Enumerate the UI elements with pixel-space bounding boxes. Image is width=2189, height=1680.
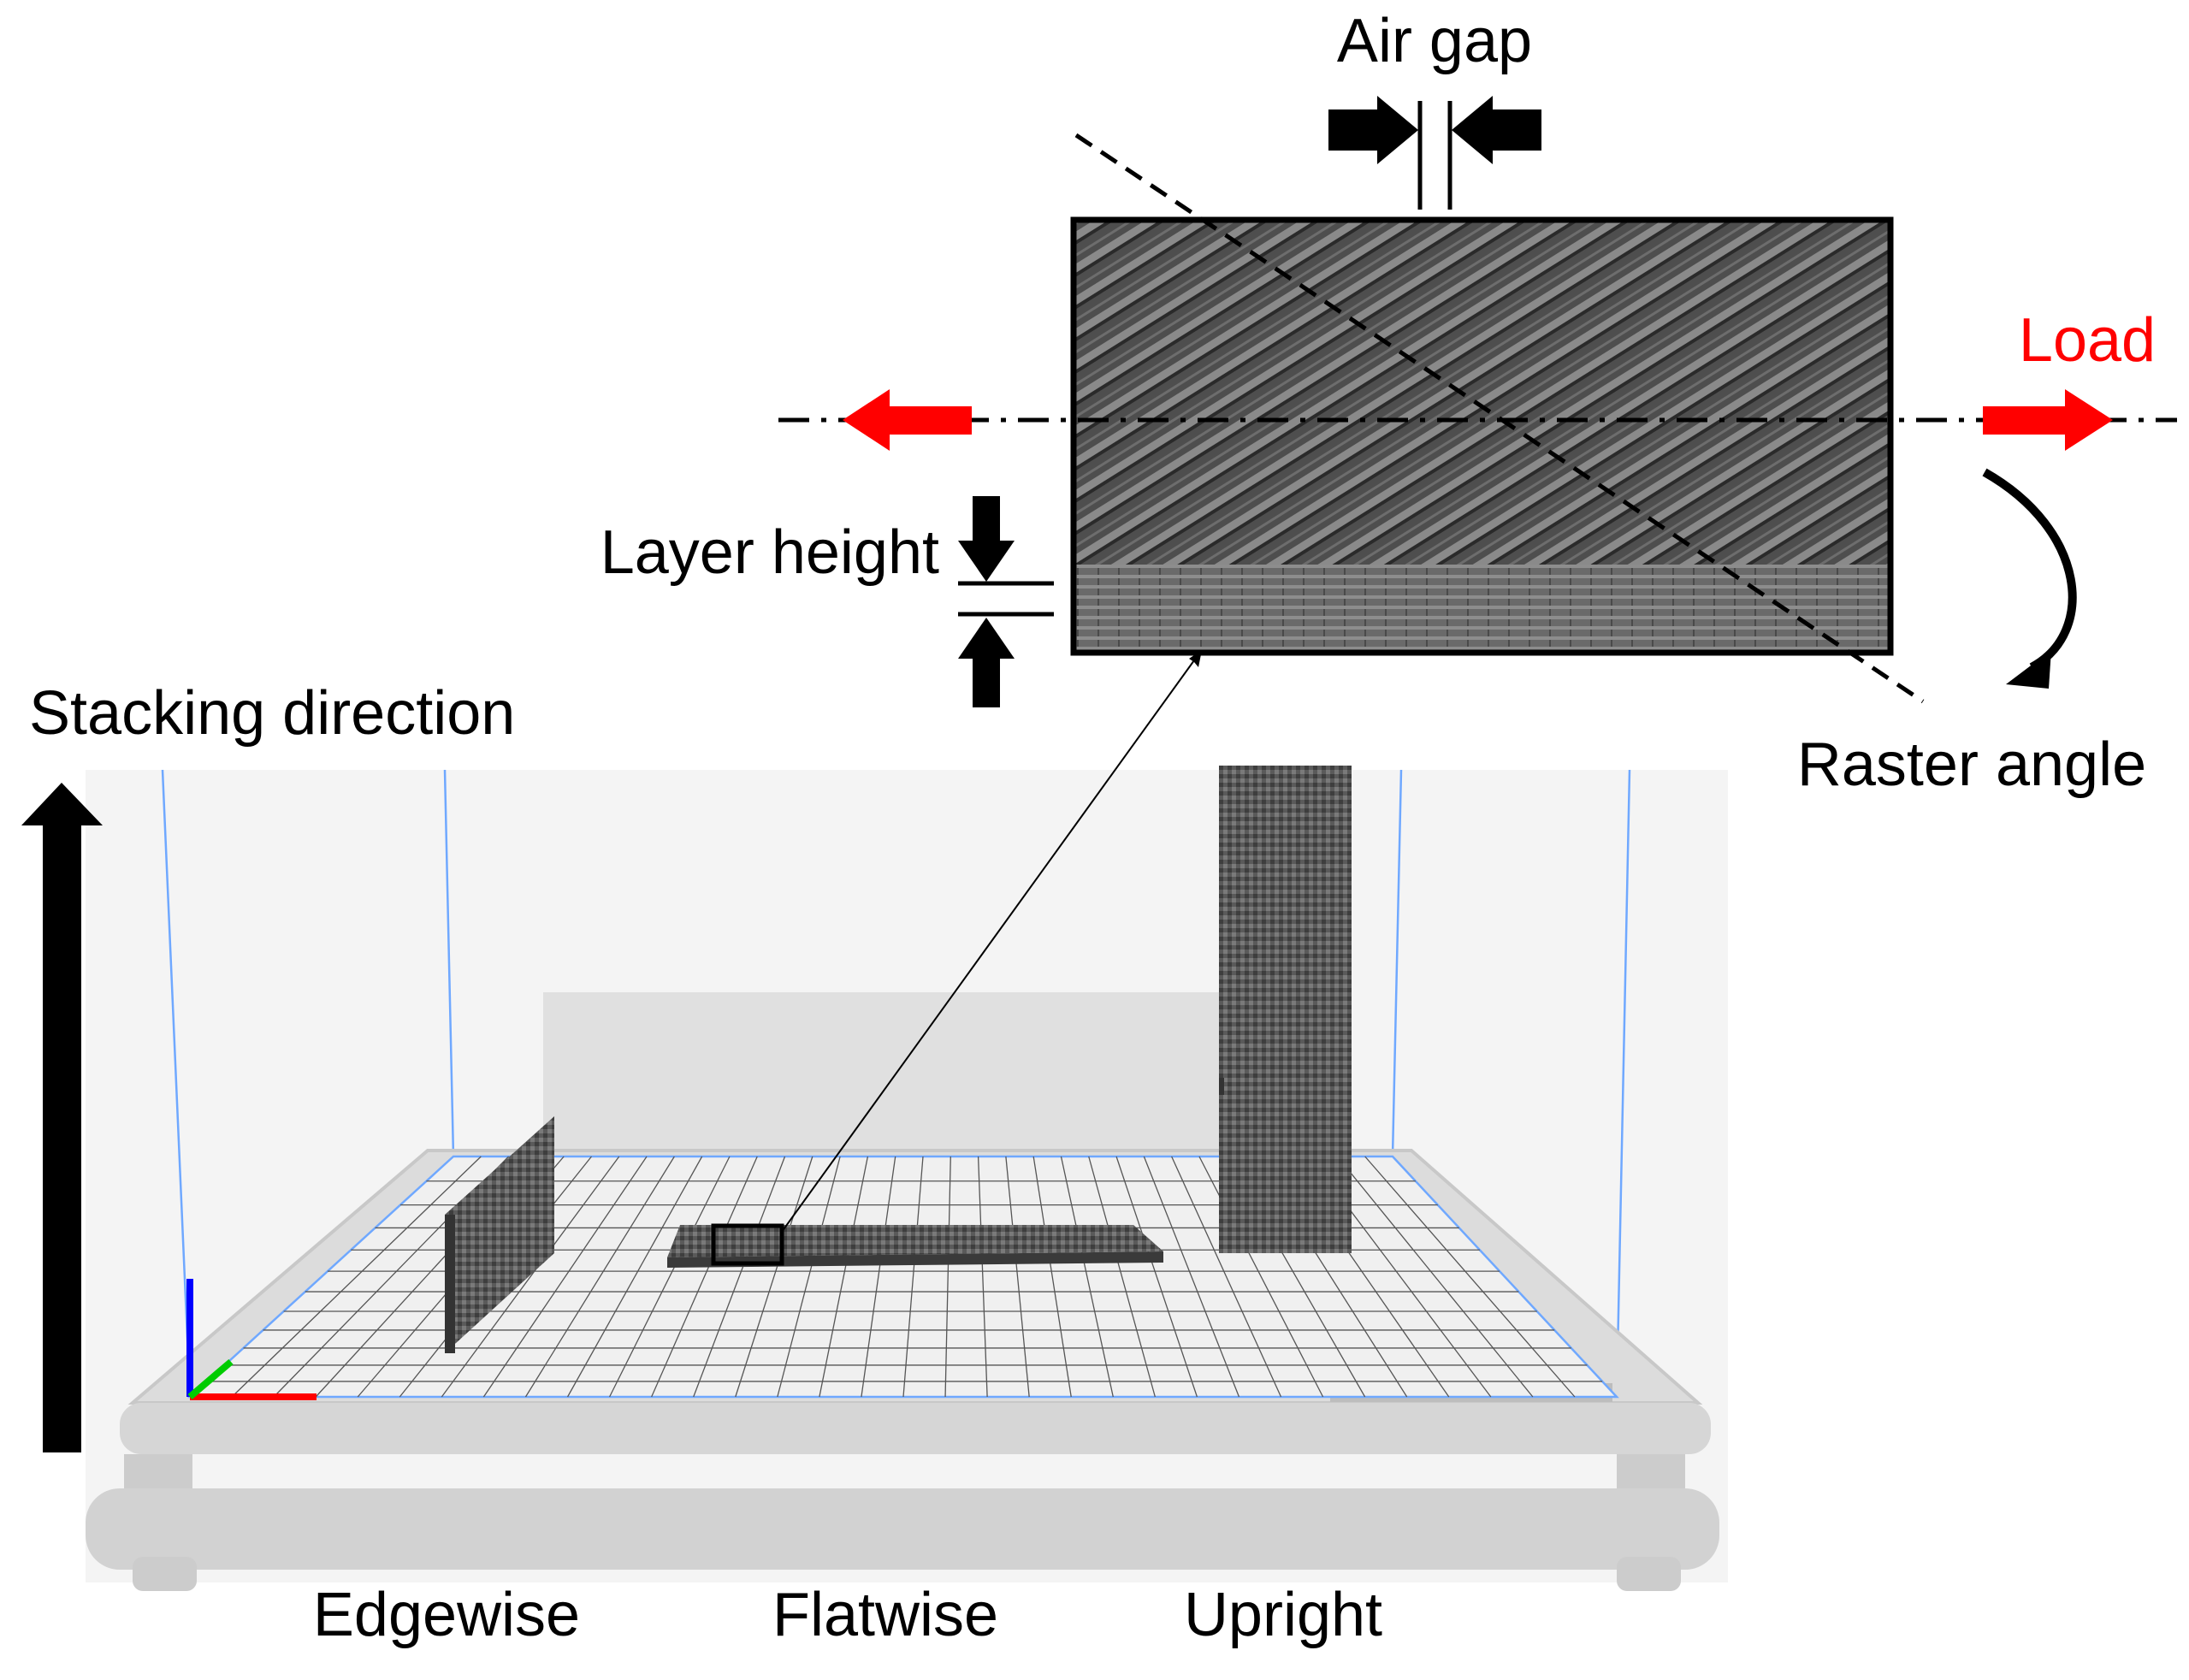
- load-label: Load: [2019, 306, 2156, 375]
- grid-line: [735, 1156, 813, 1398]
- grid-line: [1060, 1156, 1114, 1398]
- edgewise-specimen: [445, 1116, 554, 1353]
- grid-line: [693, 1156, 786, 1398]
- flatwise-label: Flatwise: [772, 1581, 998, 1649]
- grid-line: [482, 1156, 648, 1398]
- upright-label: Upright: [1184, 1581, 1382, 1649]
- edgewise-label: Edgewise: [313, 1581, 580, 1649]
- grid-line: [1336, 1156, 1534, 1398]
- grid-line: [231, 1156, 482, 1398]
- raster-angle-label: Raster angle: [1797, 731, 2146, 799]
- bottom-layer: [1074, 565, 1890, 653]
- grid-line: [1115, 1156, 1198, 1398]
- layer-height-label: Layer height: [600, 518, 939, 587]
- build-plate-grid: [206, 1156, 1603, 1398]
- air-gap-label: Air gap: [1337, 7, 1532, 75]
- stacking-direction-arrow: [21, 783, 103, 1452]
- air-gap-indicator: [1328, 96, 1541, 210]
- grid-line: [819, 1156, 869, 1398]
- grid-line: [861, 1156, 896, 1398]
- grid-line: [609, 1156, 731, 1398]
- y-axis: [187, 1358, 234, 1400]
- grid-line: [566, 1156, 703, 1398]
- grid-line: [524, 1156, 675, 1398]
- load-arrow-right: [1983, 389, 2113, 451]
- grid-line: [902, 1156, 924, 1398]
- layer-height-indicator: [958, 496, 1054, 707]
- flatwise-specimen: [667, 1223, 1163, 1268]
- specimen-detail: [778, 96, 2177, 707]
- load-arrow-left: [843, 389, 972, 451]
- grid-line: [1032, 1156, 1072, 1398]
- grid-line: [944, 1156, 951, 1398]
- upright-specimen: [1219, 766, 1352, 1253]
- grid-line: [1005, 1156, 1030, 1398]
- raster-layer: [1074, 220, 1890, 569]
- stacking-direction-label: Stacking direction: [29, 679, 515, 748]
- grid-line: [1364, 1156, 1576, 1398]
- grid-line: [1171, 1156, 1282, 1398]
- printer-scene: [86, 650, 1728, 1591]
- grid-line: [441, 1156, 620, 1398]
- axes-indicator: [186, 1279, 317, 1400]
- detail-frame: [1070, 216, 1894, 656]
- rotation-arrow: [1982, 468, 2077, 689]
- grid-line: [1088, 1156, 1156, 1398]
- grid-line: [777, 1156, 841, 1398]
- zoom-region-box: [711, 1223, 784, 1266]
- build-volume-edges: [161, 769, 1631, 1398]
- grid-line: [977, 1156, 988, 1398]
- grid-line: [651, 1156, 758, 1398]
- grid-line: [1143, 1156, 1240, 1398]
